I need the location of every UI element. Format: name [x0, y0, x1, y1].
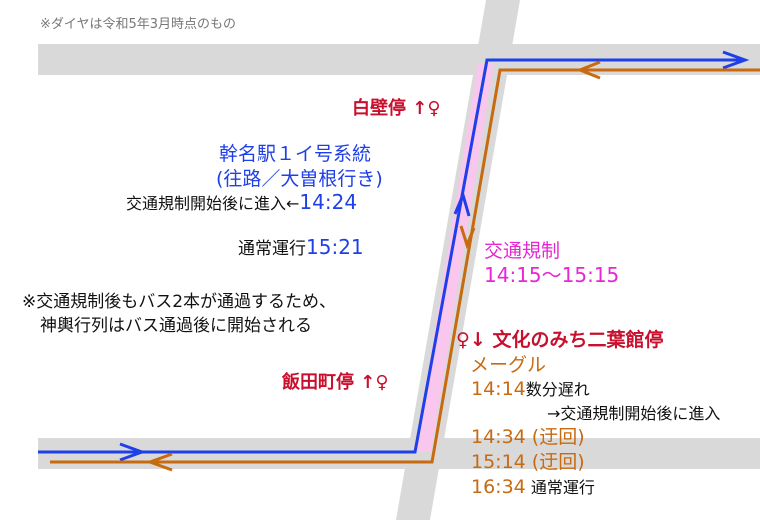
- route-1-arrow-top: [722, 50, 750, 70]
- meguru-time-2: 14:34 (迂回): [471, 426, 585, 448]
- route-1-arrow-mid: [453, 190, 471, 217]
- restricted-segment: [415, 63, 494, 452]
- meguru-entry-4: 16:34 通常運行: [471, 478, 595, 497]
- route-1-entry-label: 交通規制開始後に進入←: [126, 194, 300, 213]
- schedule-note: ※ダイヤは令和5年3月時点のもの: [40, 17, 237, 32]
- route-1-resume: 通常運行15:21: [238, 237, 364, 258]
- route-1-entry-time: 14:24: [299, 190, 358, 214]
- explanation-line-2: 神輿行列はバス通過後に開始される: [40, 316, 312, 336]
- meguru-time-0: 14:14: [471, 378, 526, 400]
- meguru-time-3: 15:14 (迂回): [471, 451, 585, 473]
- meguru-entry-0: 14:14数分遅れ: [471, 380, 590, 399]
- meguru-note-0: 数分遅れ: [525, 380, 590, 399]
- meguru-time-4: 16:34: [471, 476, 526, 498]
- meguru-arrow-mid: [459, 225, 476, 250]
- stop-iida: 飯田町停 ↑♀: [282, 372, 389, 393]
- meguru-name: メーグル: [470, 354, 547, 376]
- explanation-line-1: ※交通規制後もバス2本が通過するため、: [22, 292, 337, 312]
- meguru-arrow-top: [575, 60, 601, 80]
- route-1-direction: (往路／大曽根行き): [216, 168, 383, 190]
- route-1-name: 幹名駅１イ号系統: [219, 143, 372, 165]
- route-1-resume-label: 通常運行: [238, 239, 306, 259]
- route-1-entry: 交通規制開始後に進入←14:24: [126, 192, 357, 212]
- restriction-period: 14:15〜15:15: [484, 263, 620, 287]
- stop-bunka: ♀↓ 文化のみち二葉館停: [456, 329, 664, 351]
- meguru-note-1: →交通規制開始後に進入: [547, 404, 721, 423]
- stop-shirakabe: 白壁停 ↑♀: [352, 98, 441, 119]
- route-1-resume-time: 15:21: [306, 235, 364, 259]
- meguru-arrow-bottom: [145, 452, 173, 472]
- meguru-note-4: 通常運行: [530, 478, 595, 497]
- route-1-line: [38, 58, 745, 454]
- meguru-line: [50, 68, 746, 464]
- restriction-label: 交通規制: [484, 240, 561, 262]
- route-1-arrow-bottom: [119, 442, 147, 462]
